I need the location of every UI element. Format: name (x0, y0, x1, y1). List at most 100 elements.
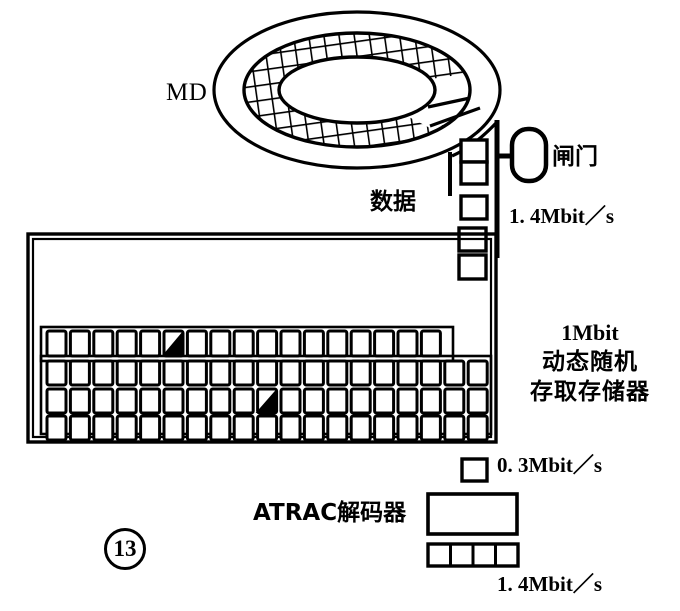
dram-cell (232, 329, 255, 358)
dram-cell (185, 329, 208, 358)
dram-cell (279, 359, 302, 387)
label-rate-decoder-output: 1. 4Mbit／s (497, 572, 602, 596)
dram-cell (162, 414, 185, 442)
dram-cell (279, 414, 302, 442)
dram-cell (419, 387, 442, 415)
dram-cells-row-4 (45, 414, 489, 442)
data-packet (457, 253, 488, 281)
dram-output-packet-group (460, 457, 489, 483)
dram-cell (45, 387, 68, 415)
label-dram-type-line2: 存取存储器 (530, 379, 650, 406)
label-rate-dram-output: 0. 3Mbit／s (497, 453, 602, 477)
figure-number: 13 (104, 528, 146, 570)
dram-cell (139, 387, 162, 415)
dram-cell (396, 359, 419, 387)
dram-cell-marker (255, 389, 277, 413)
atrac-decoder-box (426, 492, 519, 536)
dram-cell (185, 359, 208, 387)
dram-cell (326, 329, 349, 358)
dram-cell (256, 359, 279, 387)
dram-cell (115, 359, 138, 387)
dram-cell (162, 387, 185, 415)
dram-cell (162, 359, 185, 387)
dram-cell (232, 414, 255, 442)
dram-cell (92, 414, 115, 442)
dram-cell (185, 414, 208, 442)
dram-cells-row-1 (45, 329, 442, 358)
data-packet (459, 160, 489, 186)
dram-outer-frame (26, 232, 498, 444)
dram-cell (139, 359, 162, 387)
dram-cell (373, 414, 396, 442)
dram-cell (139, 414, 162, 442)
dram-cell (115, 329, 138, 358)
dram-cell (396, 414, 419, 442)
dram-cell (349, 387, 372, 415)
dram-cell (68, 414, 91, 442)
dram-cell (443, 414, 466, 442)
dram-cell (68, 329, 91, 358)
dram-cell (185, 387, 208, 415)
dram-cell (326, 387, 349, 415)
dram-cell (349, 329, 372, 358)
label-md: MD (166, 79, 208, 106)
dram-cell (115, 387, 138, 415)
data-packet (459, 138, 489, 164)
dram-cell (68, 359, 91, 387)
disc-ring-gap-edge-lower (429, 106, 481, 128)
label-data: 数据 (370, 189, 416, 215)
dram-cell (115, 414, 138, 442)
dram-cell (419, 414, 442, 442)
label-dram-type-line1: 动态随机 (542, 349, 638, 376)
dram-cells-row-3 (45, 387, 489, 415)
dram-cell (92, 387, 115, 415)
dram-cell (256, 329, 279, 358)
atrac-decoder-group (426, 492, 520, 568)
disc-hub-hole (277, 55, 437, 125)
dram-cell (443, 387, 466, 415)
label-dram-group: 1Mbit 动态随机 存取存储器 (505, 318, 675, 408)
dram-cell (466, 387, 489, 415)
dram-cell (45, 329, 68, 358)
dram-cell (279, 329, 302, 358)
label-gate: 闸门 (552, 144, 598, 170)
dram-block (26, 232, 498, 444)
dram-cell (349, 359, 372, 387)
dram-cell (209, 387, 232, 415)
decoder-output-strip (426, 542, 520, 568)
dram-cell (349, 414, 372, 442)
dram-cell (139, 329, 162, 358)
disc-ring-gap-edge-upper (427, 96, 471, 109)
dram-cell (419, 359, 442, 387)
decoder-output-strip-dividers (449, 544, 497, 566)
dram-cell (302, 359, 325, 387)
dram-cell (209, 414, 232, 442)
dram-cell (443, 359, 466, 387)
dram-cell (256, 414, 279, 442)
disc-ring-outer-outline (242, 31, 472, 149)
dram-cells-row-2 (45, 359, 489, 387)
label-dram-capacity: 1Mbit (561, 320, 619, 345)
label-rate-disc-readout: 1. 4Mbit／s (509, 204, 614, 228)
dram-output-packet (460, 457, 489, 483)
dram-cell (209, 359, 232, 387)
dram-cell (302, 387, 325, 415)
dram-cell (466, 414, 489, 442)
dram-cell-marker (162, 331, 183, 356)
dram-cell (373, 387, 396, 415)
dram-cell (232, 359, 255, 387)
dram-cell (45, 414, 68, 442)
dram-cell (396, 387, 419, 415)
dram-cell (466, 359, 489, 387)
dram-cell (92, 329, 115, 358)
dram-cell (45, 359, 68, 387)
dram-cell (232, 387, 255, 415)
dram-cell (326, 359, 349, 387)
dram-cell (92, 359, 115, 387)
data-packet (459, 194, 489, 221)
dram-cell (68, 387, 91, 415)
gate-body (509, 126, 549, 184)
dram-cell (279, 387, 302, 415)
